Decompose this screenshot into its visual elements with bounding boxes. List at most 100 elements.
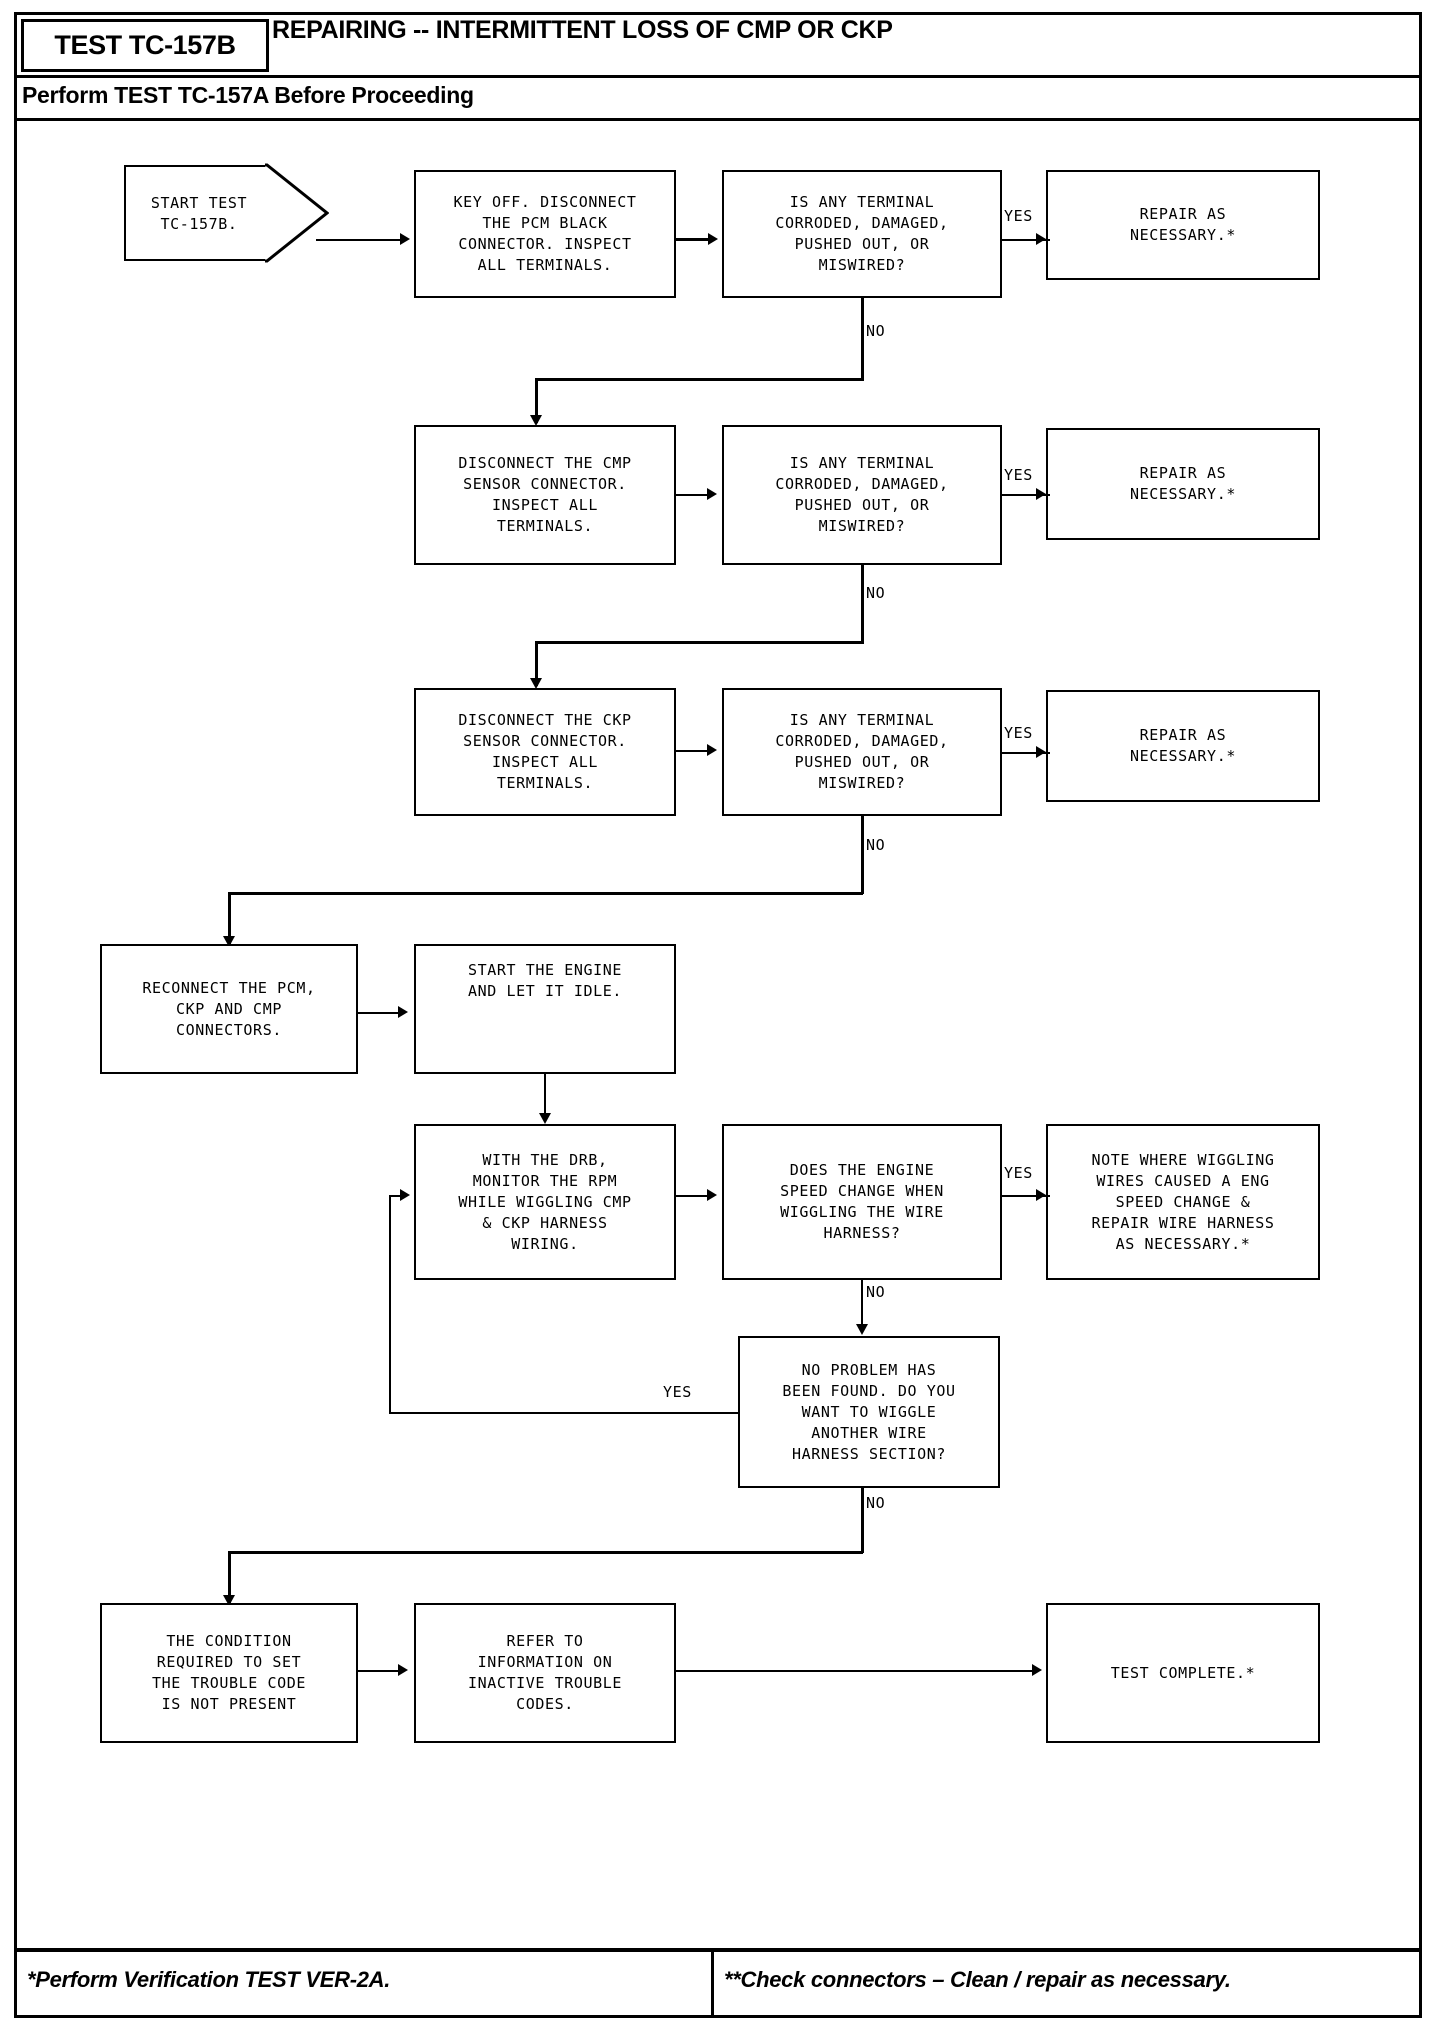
header-divider bbox=[17, 75, 1419, 78]
edge-q5-yes-into-drb bbox=[389, 1195, 405, 1197]
node-question-speed-label: DOES THE ENGINE SPEED CHANGE WHEN WIGGLI… bbox=[780, 1161, 944, 1242]
edge-q5-yes-arrow-icon bbox=[400, 1189, 410, 1201]
edge-q3-no-down bbox=[228, 892, 231, 944]
edge-q2-no-arrow-icon bbox=[530, 678, 542, 689]
edge-q5-no-down bbox=[228, 1551, 231, 1603]
edge-q2-no-vert bbox=[861, 565, 864, 644]
node-question-speed: DOES THE ENGINE SPEED CHANGE WHEN WIGGLI… bbox=[722, 1124, 1002, 1280]
edge-label-yes-3: YES bbox=[1004, 724, 1033, 742]
node-ckp-inspect: DISCONNECT THE CKP SENSOR CONNECTOR. INS… bbox=[414, 688, 676, 816]
edge-condition-to-refer bbox=[358, 1670, 402, 1672]
edge-engine-to-drb bbox=[544, 1074, 546, 1122]
edge-q1-no-vert bbox=[861, 298, 864, 381]
start-terminator-label: START TEST TC-157B. bbox=[150, 194, 248, 233]
node-pcm-inspect-label: KEY OFF. DISCONNECT THE PCM BLACK CONNEC… bbox=[453, 193, 637, 274]
start-terminator-body bbox=[124, 165, 267, 261]
node-question-another-wire-label: NO PROBLEM HAS BEEN FOUND. DO YOU WANT T… bbox=[782, 1360, 956, 1463]
node-question-pcm: IS ANY TERMINAL CORRODED, DAMAGED, PUSHE… bbox=[722, 170, 1002, 298]
node-cmp-inspect-label: DISCONNECT THE CMP SENSOR CONNECTOR. INS… bbox=[458, 454, 632, 535]
edge-pcm-to-question-arrow-icon bbox=[708, 233, 718, 245]
node-pcm-inspect: KEY OFF. DISCONNECT THE PCM BLACK CONNEC… bbox=[414, 170, 676, 298]
edge-q1-yes-arrow-icon bbox=[1036, 233, 1046, 245]
footer-note-left: *Perform Verification TEST VER-2A. bbox=[27, 1967, 391, 1992]
node-reconnect-label: RECONNECT THE PCM, CKP AND CMP CONNECTOR… bbox=[142, 978, 316, 1039]
edge-q5-yes-vert bbox=[389, 1195, 391, 1413]
edge-q1-no-down bbox=[535, 378, 538, 423]
edge-q3-no-vert bbox=[861, 816, 864, 894]
node-start-engine: START THE ENGINE AND LET IT IDLE. bbox=[414, 944, 676, 1074]
node-condition-not-present-label: THE CONDITION REQUIRED TO SET THE TROUBL… bbox=[151, 1632, 307, 1713]
node-repair-3-label: REPAIR AS NECESSARY.* bbox=[1130, 726, 1236, 765]
edge-drb-to-speed-arrow-icon bbox=[707, 1189, 717, 1201]
edge-q4-yes bbox=[1002, 1195, 1050, 1197]
node-repair-2: REPAIR AS NECESSARY.* bbox=[1046, 428, 1320, 540]
edge-reconnect-to-engine-arrow-icon bbox=[398, 1006, 408, 1018]
node-condition-not-present: THE CONDITION REQUIRED TO SET THE TROUBL… bbox=[100, 1603, 358, 1743]
node-start-engine-label: START THE ENGINE AND LET IT IDLE. bbox=[467, 961, 623, 1000]
edge-q3-no-horz bbox=[228, 892, 863, 895]
node-reconnect: RECONNECT THE PCM, CKP AND CMP CONNECTOR… bbox=[100, 944, 358, 1074]
node-repair-2-label: REPAIR AS NECESSARY.* bbox=[1130, 464, 1236, 503]
node-question-ckp-label: IS ANY TERMINAL CORRODED, DAMAGED, PUSHE… bbox=[775, 711, 949, 792]
header-test-id-box: TEST TC-157B bbox=[21, 19, 269, 72]
edge-label-no-5: NO bbox=[866, 1494, 886, 1512]
edge-label-no-1: NO bbox=[866, 322, 886, 340]
edge-refer-to-complete bbox=[676, 1670, 1036, 1672]
footer-rule bbox=[17, 1948, 1419, 1952]
node-note-wiggle-label: NOTE WHERE WIGGLING WIRES CAUSED A ENG S… bbox=[1091, 1150, 1275, 1253]
edge-label-yes-2: YES bbox=[1004, 466, 1033, 484]
edge-ckp-to-question bbox=[676, 750, 710, 752]
edge-q4-no-arrow-icon bbox=[856, 1324, 868, 1335]
footer-note-right: **Check connectors – Clean / repair as n… bbox=[724, 1967, 1231, 1992]
header-subtitle: Perform TEST TC-157A Before Proceeding bbox=[22, 82, 474, 108]
node-note-wiggle: NOTE WHERE WIGGLING WIRES CAUSED A ENG S… bbox=[1046, 1124, 1320, 1280]
node-question-another-wire: NO PROBLEM HAS BEEN FOUND. DO YOU WANT T… bbox=[738, 1336, 1000, 1488]
edge-q2-no-down bbox=[535, 641, 538, 686]
edge-label-yes-5: YES bbox=[663, 1383, 692, 1401]
header: TEST TC-157B bbox=[17, 15, 1419, 75]
node-question-cmp: IS ANY TERMINAL CORRODED, DAMAGED, PUSHE… bbox=[722, 425, 1002, 565]
node-drb-monitor-label: WITH THE DRB, MONITOR THE RPM WHILE WIGG… bbox=[458, 1150, 632, 1253]
edge-reconnect-to-engine bbox=[358, 1012, 402, 1014]
edge-q2-yes-arrow-icon bbox=[1036, 488, 1046, 500]
edge-q1-no-horz bbox=[535, 378, 863, 381]
edge-q1-yes bbox=[1002, 239, 1050, 241]
edge-start-to-pcm bbox=[316, 239, 404, 241]
node-test-complete: TEST COMPLETE.* bbox=[1046, 1603, 1320, 1743]
edge-q5-no-horz bbox=[228, 1551, 863, 1554]
node-question-ckp: IS ANY TERMINAL CORRODED, DAMAGED, PUSHE… bbox=[722, 688, 1002, 816]
edge-q3-no-arrow-icon bbox=[223, 936, 235, 947]
node-repair-1: REPAIR AS NECESSARY.* bbox=[1046, 170, 1320, 280]
edge-label-no-4: NO bbox=[866, 1283, 886, 1301]
edge-label-yes-1: YES bbox=[1004, 207, 1033, 225]
edge-q4-no-vert bbox=[861, 1280, 863, 1332]
edge-q5-no-arrow-icon bbox=[223, 1595, 235, 1606]
edge-label-no-3: NO bbox=[866, 836, 886, 854]
edge-pcm-to-question bbox=[676, 238, 712, 241]
edge-cmp-to-question-arrow-icon bbox=[707, 488, 717, 500]
edge-label-yes-4: YES bbox=[1004, 1164, 1033, 1182]
edge-q3-yes-arrow-icon bbox=[1036, 746, 1046, 758]
node-question-cmp-label: IS ANY TERMINAL CORRODED, DAMAGED, PUSHE… bbox=[775, 454, 949, 535]
edge-q2-yes bbox=[1002, 494, 1050, 496]
start-arrow-head-icon bbox=[265, 163, 329, 263]
edge-q5-no-vert bbox=[861, 1488, 864, 1553]
edge-condition-to-refer-arrow-icon bbox=[398, 1664, 408, 1676]
page-border bbox=[14, 12, 1422, 2018]
node-repair-1-label: REPAIR AS NECESSARY.* bbox=[1130, 205, 1236, 244]
page-title: REPAIRING -- INTERMITTENT LOSS OF CMP OR… bbox=[272, 16, 893, 44]
node-drb-monitor: WITH THE DRB, MONITOR THE RPM WHILE WIGG… bbox=[414, 1124, 676, 1280]
edge-drb-to-speed bbox=[676, 1195, 710, 1197]
edge-label-no-2: NO bbox=[866, 584, 886, 602]
header-rule bbox=[17, 118, 1419, 121]
edge-q5-yes-horz bbox=[389, 1412, 738, 1414]
start-terminator: START TEST TC-157B. bbox=[124, 143, 329, 283]
node-test-complete-label: TEST COMPLETE.* bbox=[1110, 1663, 1256, 1682]
node-cmp-inspect: DISCONNECT THE CMP SENSOR CONNECTOR. INS… bbox=[414, 425, 676, 565]
node-refer-info-label: REFER TO INFORMATION ON INACTIVE TROUBLE… bbox=[467, 1632, 623, 1713]
edge-refer-to-complete-arrow-icon bbox=[1032, 1664, 1042, 1676]
edge-q2-no-horz bbox=[535, 641, 863, 644]
edge-q1-no-arrow-icon bbox=[530, 415, 542, 426]
edge-cmp-to-question bbox=[676, 494, 710, 496]
